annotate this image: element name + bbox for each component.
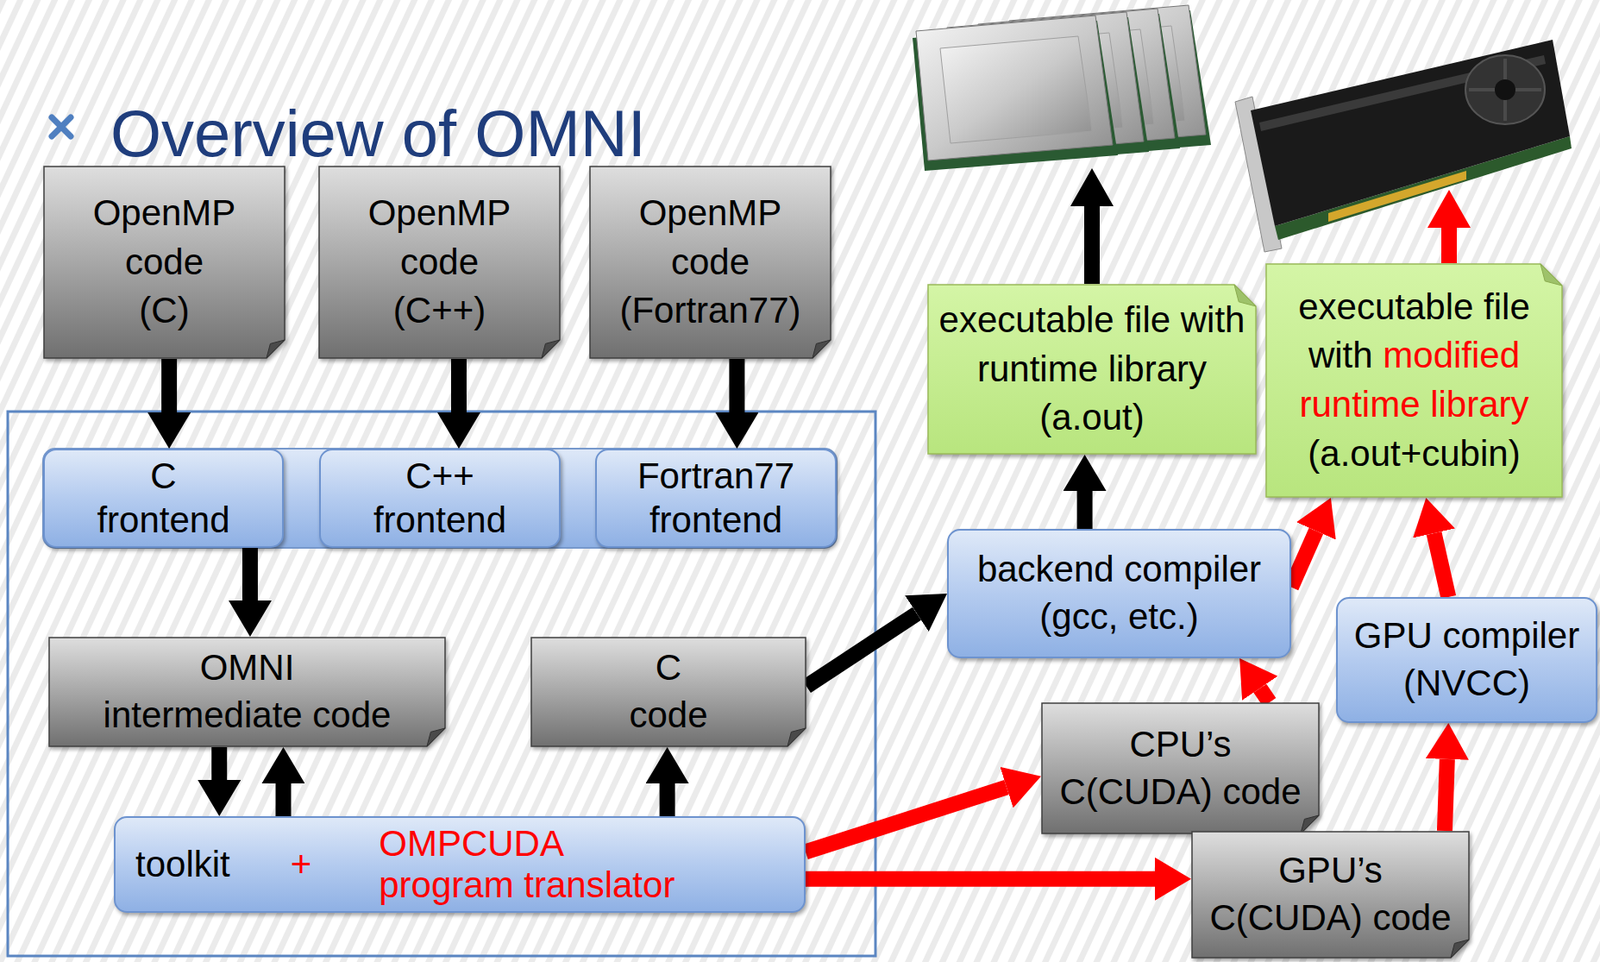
flow-arrow <box>275 783 291 816</box>
text-block: OMNI intermediate code <box>100 644 396 739</box>
text-block: OpenMP code (C) <box>69 188 260 336</box>
flow-arrow <box>1434 533 1450 597</box>
source-file: OpenMP code (Fortran77) <box>589 165 832 359</box>
flow-arrow <box>728 358 745 413</box>
executable-file: executable file with runtime library (a.… <box>927 283 1257 455</box>
file-shape <box>1192 831 1469 958</box>
file-shape <box>319 166 560 358</box>
folded-corner <box>266 339 285 358</box>
box-text: toolkit <box>135 843 231 885</box>
flow-arrow <box>242 547 258 601</box>
box-text: OpenMP code (C) <box>69 188 260 336</box>
file-shape <box>1041 702 1319 834</box>
frontend-box: Fortran77 frontend <box>595 448 837 548</box>
folded-corner <box>1450 939 1469 958</box>
flow-arrow <box>1077 490 1093 529</box>
slide-title: Overview of OMNI <box>110 95 647 171</box>
box-text: OMPCUDA program translator <box>378 822 681 907</box>
title-bullet <box>51 117 71 137</box>
flow-arrow <box>805 787 1007 853</box>
frontend-box: C frontend <box>43 448 284 548</box>
flow-arrow <box>161 358 177 413</box>
text-block: GPU’s C(CUDA) code <box>1202 847 1460 942</box>
frontend-band <box>43 448 837 548</box>
file-shape <box>589 166 831 358</box>
source-file: OpenMP code (C++) <box>318 165 561 359</box>
rounded-box <box>947 529 1291 658</box>
box-outline <box>947 528 1292 659</box>
source-file: OpenMP code (C) <box>43 165 286 359</box>
rounded-box <box>1336 597 1597 722</box>
text-block: C++ frontend <box>332 454 548 542</box>
text-block: OpenMP code (Fortran77) <box>614 188 806 336</box>
box-text: C frontend <box>56 454 272 542</box>
box-text: CPU’s C(CUDA) code <box>1052 721 1310 816</box>
translator-box: toolkit + OMPCUDA program translator <box>113 815 806 913</box>
box-outline <box>1041 702 1320 835</box>
compiler-box: backend compiler (gcc, etc.) <box>947 528 1292 659</box>
box-text: GPU’s C(CUDA) code <box>1202 847 1460 942</box>
run-arrow <box>1427 189 1471 264</box>
executable-file: executable file with modified runtime li… <box>1265 263 1563 498</box>
box-text: OMNI intermediate code <box>100 644 396 739</box>
rounded-box <box>43 449 283 547</box>
code-file: GPU’s C(CUDA) code <box>1191 830 1470 959</box>
cpu-illustration <box>912 5 1211 171</box>
flow-arrow <box>659 783 676 816</box>
box-text: Fortran77 frontend <box>608 454 824 542</box>
file-shape <box>928 284 1256 454</box>
text-block: Fortran77 frontend <box>608 454 824 542</box>
file-shape <box>531 637 806 747</box>
code-file: C code <box>530 636 807 747</box>
folded-corner <box>1540 263 1563 286</box>
text-block: backend compiler (gcc, etc.) <box>972 545 1267 640</box>
flow-arrow <box>805 871 1155 887</box>
text-block: OpenMP code (C++) <box>344 188 535 336</box>
text-block: CPU’s C(CUDA) code <box>1052 721 1310 816</box>
frontend-box: C++ frontend <box>319 448 561 548</box>
text-block: C code <box>573 644 764 739</box>
box-text: executable file with runtime library (a.… <box>935 295 1249 443</box>
rounded-box <box>114 816 805 912</box>
folded-corner <box>812 339 831 358</box>
file-shape <box>43 166 285 358</box>
run-arrow <box>1070 168 1114 284</box>
flow-arrow <box>451 358 467 413</box>
code-file: CPU’s C(CUDA) code <box>1041 702 1320 835</box>
box-text: C++ frontend <box>332 454 548 542</box>
box-text: + <box>290 843 313 885</box>
folded-corner <box>787 727 806 747</box>
box-outline <box>1191 830 1470 959</box>
folded-corner <box>1300 815 1319 834</box>
box-text: C code <box>573 644 764 739</box>
file-shape <box>49 637 446 747</box>
file-shape <box>1266 263 1563 497</box>
box-text: GPU compiler (NVCC) <box>1346 612 1588 707</box>
text-block: executable file with modified runtime li… <box>1280 282 1548 479</box>
flow-arrow <box>1260 688 1270 703</box>
rounded-box <box>320 449 560 547</box>
flow-arrow <box>1291 530 1317 587</box>
rounded-box <box>596 449 836 547</box>
box-text: OpenMP code (Fortran77) <box>614 188 806 336</box>
code-file: OMNI intermediate code <box>48 636 446 747</box>
text-block: C frontend <box>56 454 272 542</box>
folded-corner <box>426 727 446 747</box>
text-block: toolkit + OMPCUDA program translator <box>135 822 681 907</box>
flow-arrow <box>211 746 227 780</box>
box-text: OpenMP code (C++) <box>344 188 535 336</box>
text-block: GPU compiler (NVCC) <box>1346 612 1588 707</box>
box-text: backend compiler (gcc, etc.) <box>972 545 1267 640</box>
gpu-illustration <box>1235 39 1572 252</box>
text-block: executable file with runtime library (a.… <box>935 295 1249 443</box>
flow-arrow <box>806 613 917 686</box>
box-text: (a.out+cubin) <box>1307 432 1520 474</box>
folded-corner <box>541 339 560 358</box>
flow-arrow <box>1444 759 1448 831</box>
omni-frame <box>7 411 876 956</box>
compiler-box: GPU compiler (NVCC) <box>1336 596 1598 723</box>
